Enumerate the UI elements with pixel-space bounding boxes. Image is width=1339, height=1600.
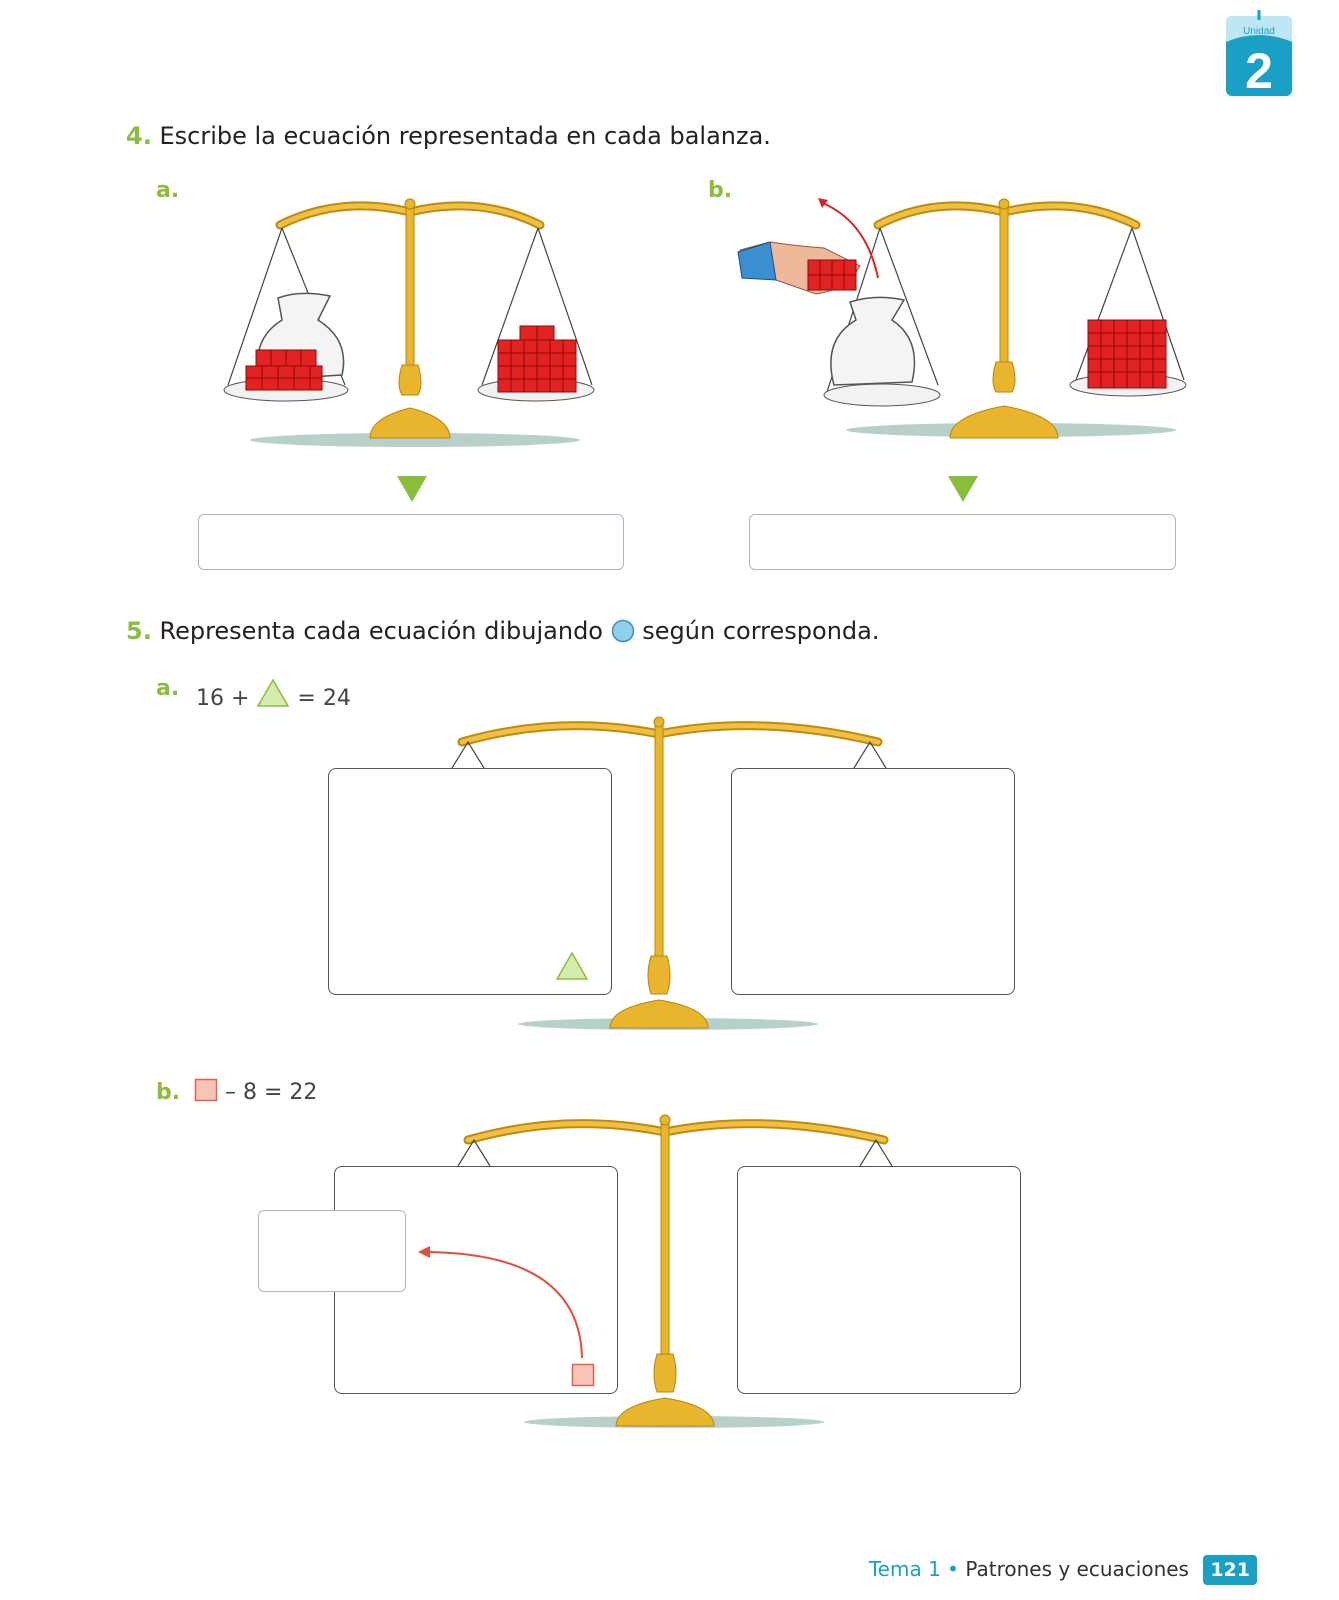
down-arrow-icon (397, 476, 427, 502)
equation-5a: 16 + = 24 (196, 678, 351, 711)
cube-block-right (1087, 319, 1167, 389)
removed-box-5b[interactable] (258, 1210, 406, 1292)
hand-cubes (807, 259, 857, 291)
down-arrow-icon (948, 476, 978, 502)
balance-scale-4b (737, 198, 1187, 439)
pink-square-icon (194, 1078, 218, 1102)
question-4-text: Escribe la ecuación representada en cada… (159, 122, 771, 150)
cube-stack-right (497, 325, 577, 393)
q4-b-label: b. (708, 178, 733, 203)
question-5-number: 5. (126, 617, 152, 645)
answer-box-4a[interactable] (198, 514, 624, 570)
footer: Tema 1 • Patrones y ecuaciones 121 (869, 1555, 1257, 1585)
green-triangle-icon (257, 678, 290, 707)
q5-a-label: a. (156, 676, 180, 701)
balance-scale-4a (223, 198, 595, 447)
footer-topic: Tema 1 (868, 1557, 941, 1581)
question-5-text-before: Representa cada ecuación dibujando (159, 617, 603, 645)
unit-tab: Unidad 2 (1224, 10, 1294, 99)
footer-subtitle: Patrones y ecuaciones (965, 1557, 1189, 1581)
answer-box-4b[interactable] (749, 514, 1176, 570)
page-number: 121 (1203, 1555, 1257, 1585)
unit-number: 2 (1245, 43, 1273, 99)
pan-box-5a-left[interactable] (328, 768, 612, 995)
q4-a-label: a. (156, 178, 180, 203)
equation-5a-right: = 24 (297, 686, 351, 711)
pan-box-5b-right[interactable] (737, 1166, 1021, 1394)
pink-square-icon (571, 1363, 595, 1387)
curved-arrow-icon (418, 1246, 583, 1359)
green-triangle-icon (555, 951, 589, 980)
footer-separator: • (947, 1557, 959, 1581)
question-4-number: 4. (126, 122, 152, 150)
equation-5b: – 8 = 22 (194, 1078, 317, 1105)
equation-5a-left: 16 + (196, 686, 250, 711)
blue-circle-icon (611, 619, 634, 643)
equation-5b-right: – 8 = 22 (225, 1080, 318, 1105)
cube-stack-left (245, 349, 323, 391)
balance-scale-5a (451, 716, 887, 1030)
question-5: 5. Representa cada ecuación dibujando se… (126, 617, 879, 645)
unit-label: Unidad (1243, 26, 1275, 37)
pan-box-5a-right[interactable] (731, 768, 1015, 995)
balance-scale-5b (457, 1114, 893, 1428)
q5-b-label: b. (156, 1080, 181, 1105)
question-4: 4. Escribe la ecuación representada en c… (126, 122, 771, 150)
question-5-text-after: según corresponda. (642, 617, 880, 645)
